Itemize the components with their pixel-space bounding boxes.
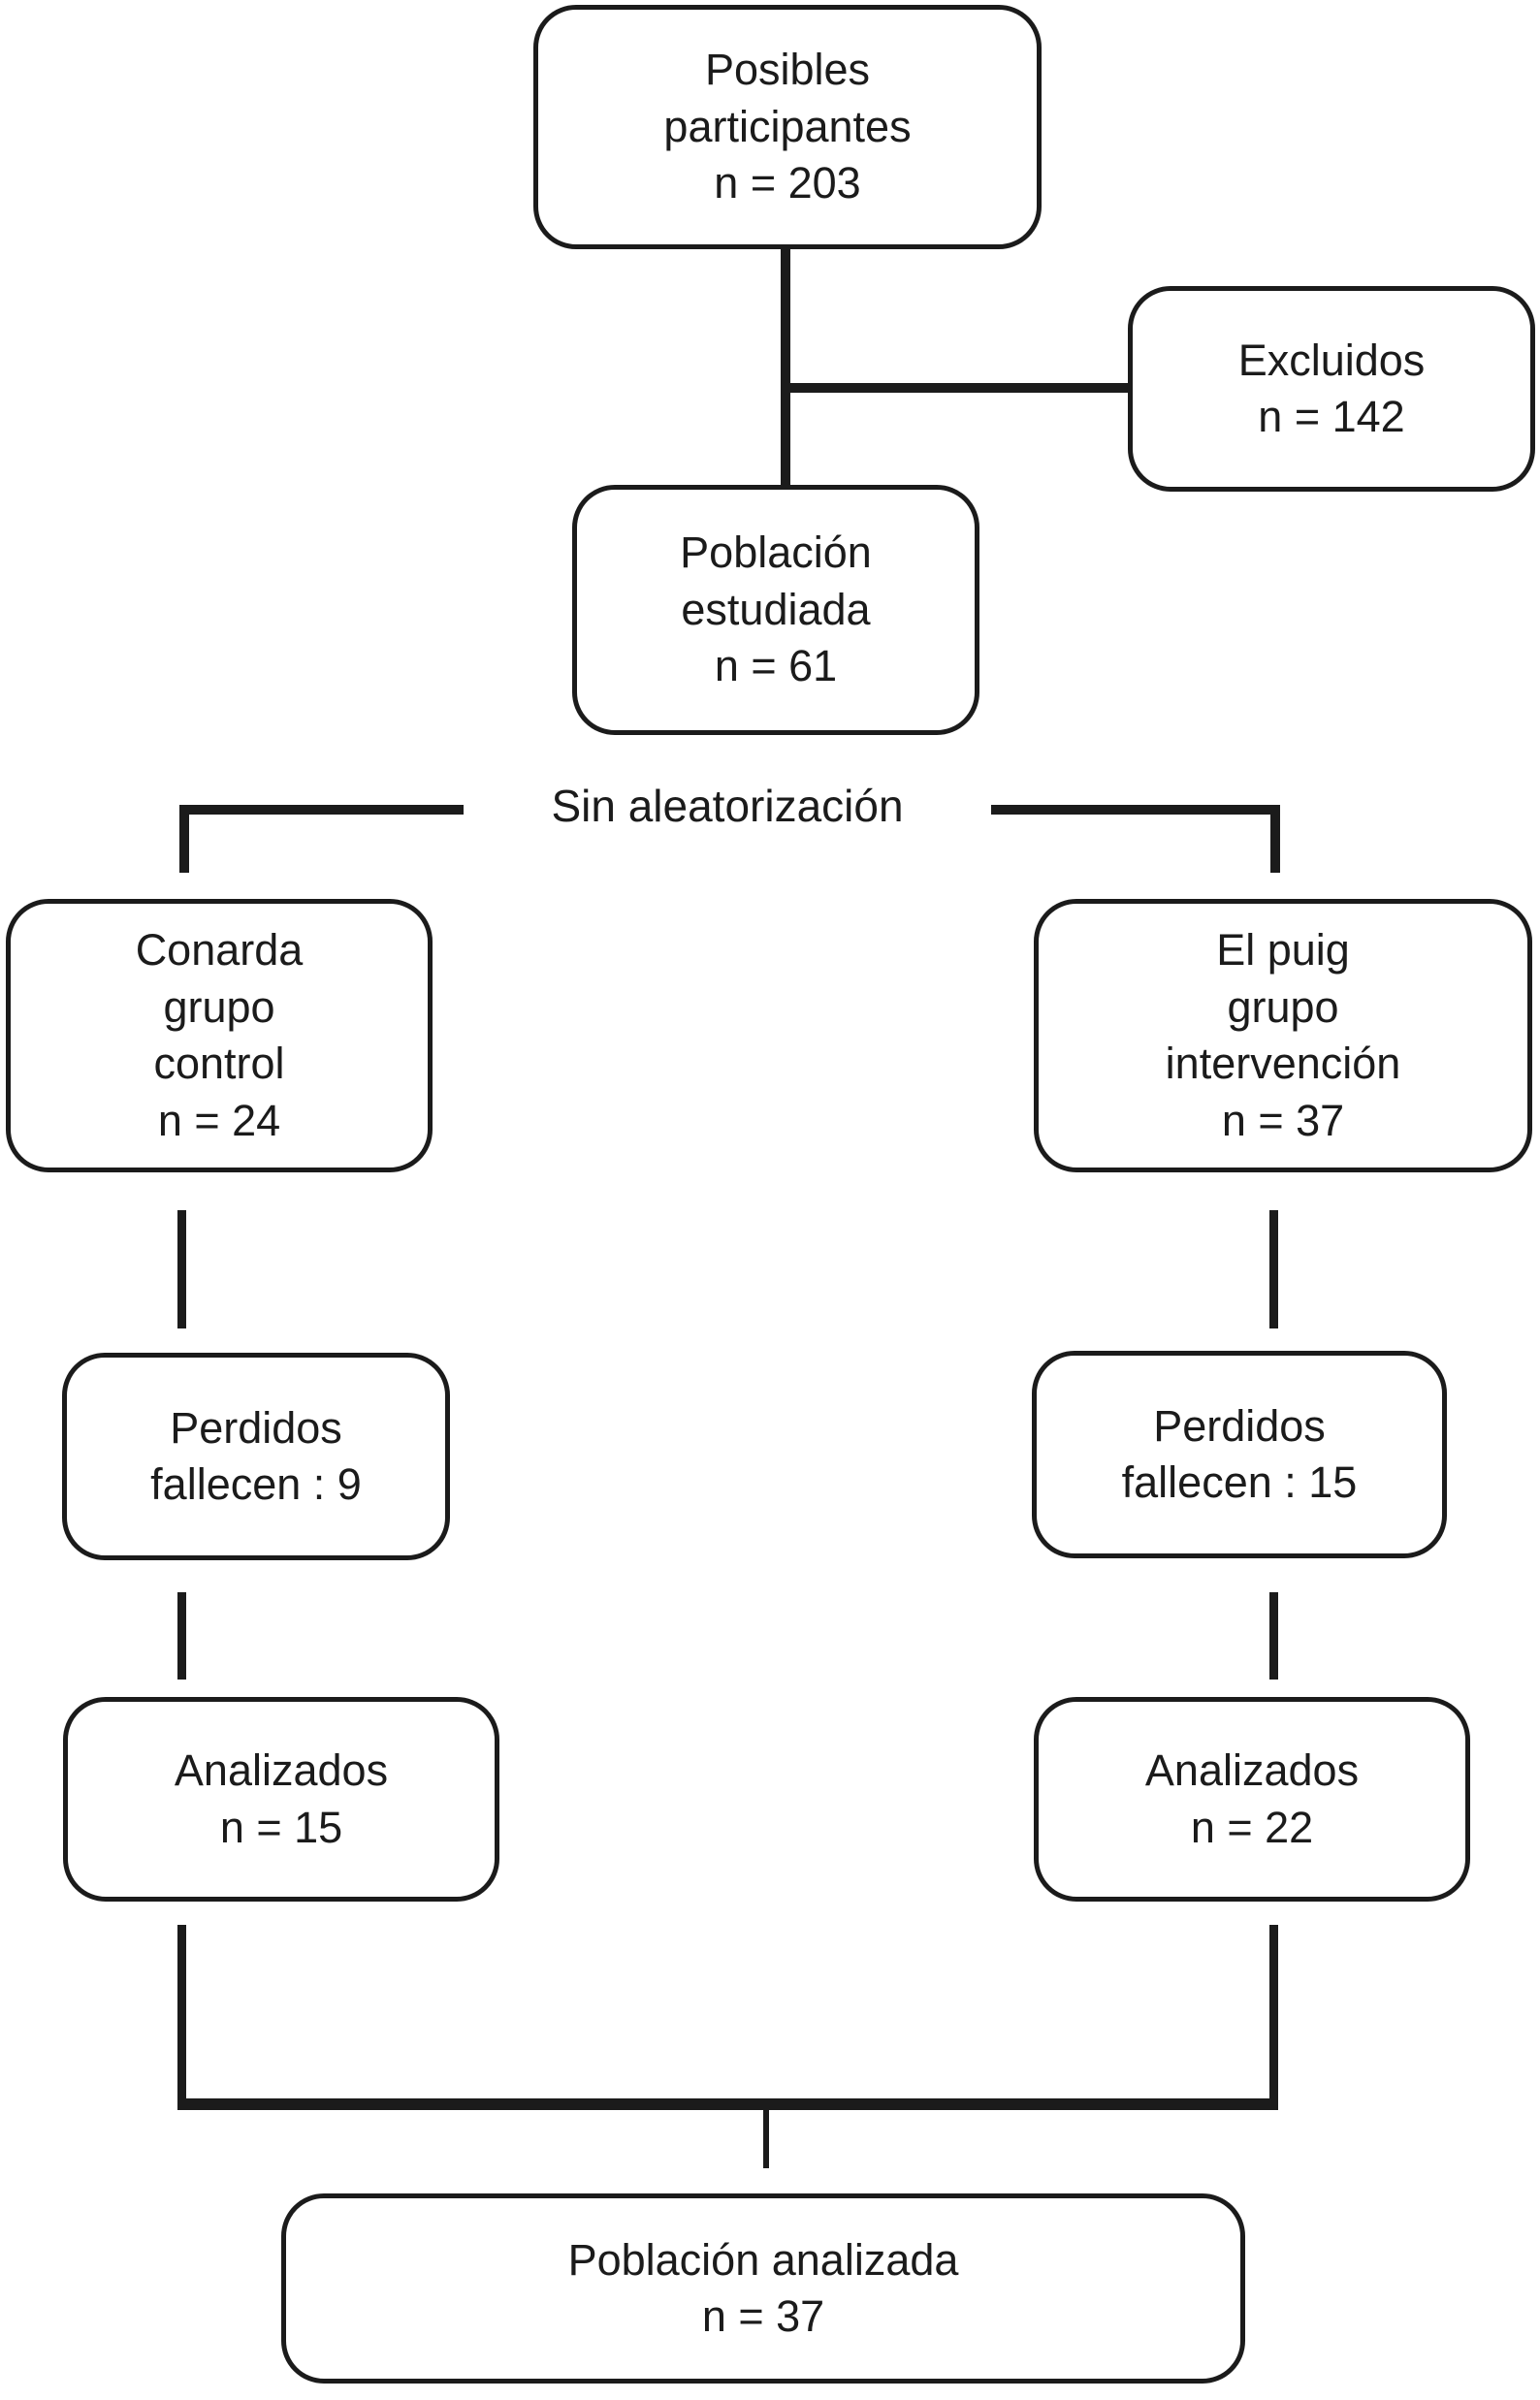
box-posibles-participantes: Posibles participantes n = 203 (533, 5, 1042, 249)
connector-elpuig-to-perdidos (1269, 1210, 1278, 1328)
connector-branch-to-excluidos (781, 383, 1128, 393)
box-text-line: Excluidos (1237, 335, 1426, 385)
box-elpuig-grupo-intervencion: El puig grupo intervención n = 37 (1034, 899, 1532, 1172)
connector-right-elbow-vertical (1270, 805, 1280, 873)
box-text-line: Conarda (135, 925, 304, 975)
box-conarda-grupo-control: Conarda grupo control n = 24 (6, 899, 433, 1172)
box-text-line: intervención (1165, 1039, 1401, 1088)
connector-left-elbow-horizontal (179, 805, 464, 815)
connector-merge-to-poblacion-analizada (763, 2110, 769, 2168)
box-text-line: n = 142 (1258, 392, 1405, 441)
connector-merge-horizontal (177, 2098, 1278, 2110)
box-text-line: fallecen : 15 (1121, 1457, 1358, 1507)
box-poblacion-estudiada: Población estudiada n = 61 (572, 485, 979, 735)
box-analizados-intervencion: Analizados n = 22 (1034, 1697, 1470, 1902)
box-perdidos-control: Perdidos fallecen : 9 (62, 1353, 450, 1560)
connector-right-elbow-horizontal (991, 805, 1280, 815)
box-text-line: El puig (1216, 925, 1350, 975)
box-text-line: n = 37 (1221, 1095, 1345, 1145)
connector-posibles-to-poblacion (781, 249, 790, 487)
box-text-line: Posibles (704, 45, 871, 95)
box-analizados-control: Analizados n = 15 (63, 1697, 499, 1902)
connector-conarda-to-perdidos (177, 1210, 186, 1328)
box-text-line: n = 15 (219, 1802, 343, 1852)
box-text-line: n = 24 (157, 1095, 281, 1145)
box-text-line: Perdidos (1153, 1400, 1326, 1451)
box-text-line: control (153, 1039, 285, 1088)
box-text-line: grupo (1227, 981, 1339, 1032)
box-text-line: Perdidos (170, 1402, 342, 1453)
box-text-line: Analizados (174, 1745, 389, 1795)
label-sin-aleatorizacion: Sin aleatorización (551, 781, 904, 831)
connector-perdidos-to-analizados-left (177, 1592, 186, 1680)
box-text-line: Población analizada (567, 2234, 959, 2285)
connector-perdidos-to-analizados-right (1269, 1592, 1278, 1680)
connector-analizados-right-down (1269, 1925, 1278, 2109)
box-text-line: estudiada (681, 584, 871, 634)
connector-analizados-left-down (177, 1925, 186, 2109)
box-text-line: n = 22 (1190, 1802, 1314, 1852)
box-text-line: Población (680, 528, 872, 578)
box-text-line: grupo (163, 981, 275, 1032)
box-text-line: fallecen : 9 (150, 1459, 362, 1509)
box-excluidos: Excluidos n = 142 (1128, 286, 1535, 492)
box-poblacion-analizada: Población analizada n = 37 (281, 2193, 1245, 2384)
box-text-line: n = 203 (714, 158, 861, 208)
box-text-line: participantes (663, 101, 912, 151)
connector-left-elbow-vertical (179, 805, 189, 873)
box-text-line: n = 61 (714, 641, 838, 691)
box-text-line: n = 37 (701, 2291, 825, 2341)
box-text-line: Analizados (1144, 1745, 1360, 1795)
box-perdidos-intervencion: Perdidos fallecen : 15 (1032, 1351, 1447, 1558)
